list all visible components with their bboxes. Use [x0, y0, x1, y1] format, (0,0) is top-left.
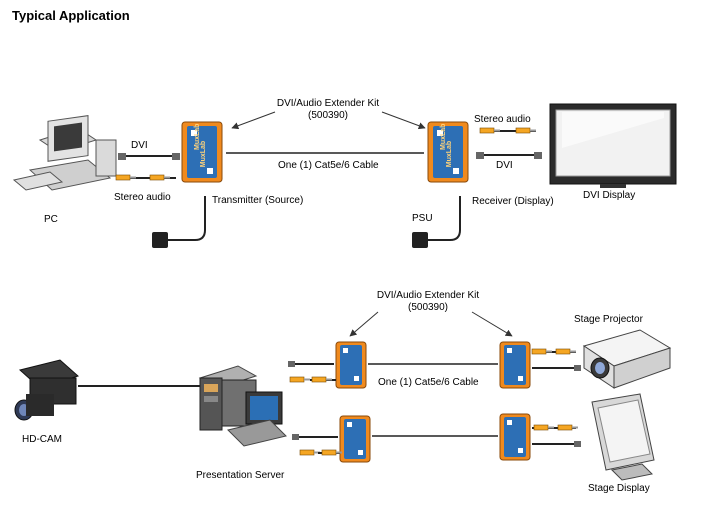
audio-plug-bottom-4b: [557, 424, 579, 431]
kit-arrow-bottom-left: [349, 311, 379, 337]
transmitter-label: Transmitter (Source): [212, 195, 304, 206]
stage-projector-icon: [582, 329, 672, 389]
receiver-device: [427, 121, 469, 183]
transmitter-device-bottom-2: [339, 415, 371, 463]
stereo-label-left: Stereo audio: [114, 192, 171, 203]
audio-plug-bottom-2a: [299, 449, 321, 456]
receiver-device-bottom-2: [499, 413, 531, 461]
presentation-server-icon: [198, 365, 287, 447]
dvi-label-right: DVI: [496, 160, 513, 171]
audio-plug-left-a: [115, 174, 137, 181]
audio-plug-right-a: [479, 127, 501, 134]
brand-transmitter: MuxLab: [194, 123, 201, 150]
kit-label-bottom: DVI/Audio Extender Kit: [376, 290, 480, 301]
transmitter-device-bottom-1: [335, 341, 367, 389]
audio-plug-bottom-4a: [533, 424, 555, 431]
receiver-label: Receiver (Display): [472, 196, 554, 207]
pc-label: PC: [44, 214, 58, 225]
psu-cable-left: [168, 196, 206, 241]
transmitter-device: [181, 121, 223, 183]
presentation-server-label: Presentation Server: [196, 470, 285, 481]
dvi-plug-bottom-2: [292, 434, 299, 440]
dvi-plug-bottom-1: [288, 361, 295, 367]
kit-arrow-left: [231, 111, 276, 130]
kit-arrow-bottom-right: [471, 311, 513, 337]
stage-display-icon: [591, 393, 655, 481]
hd-cam-icon: [14, 359, 79, 421]
dvi-plug-left-a: [118, 153, 126, 160]
audio-plug-bottom-2b: [321, 449, 343, 456]
psu-cable-right: [428, 196, 461, 241]
psu-adapter-right: [412, 232, 428, 248]
dvi-plug-right-a: [476, 152, 484, 159]
audio-plug-left-b: [149, 174, 171, 181]
page-title: Typical Application: [12, 8, 130, 23]
audio-plug-bottom-1a: [289, 376, 311, 383]
audio-plug-bottom-3b: [555, 348, 577, 355]
pc-icon: [12, 115, 117, 191]
kit-label-top: DVI/Audio Extender Kit: [276, 98, 380, 109]
dvi-plug-left-b: [172, 153, 180, 160]
audio-plug-bottom-3a: [531, 348, 553, 355]
dvi-display-icon: [549, 103, 677, 188]
psu-label: PSU: [412, 213, 433, 224]
stereo-label-right: Stereo audio: [474, 114, 531, 125]
kit-part-top: (500390): [307, 110, 349, 121]
dvi-plug-bottom-4: [574, 441, 581, 447]
psu-adapter-left: [152, 232, 168, 248]
dvi-label-left: DVI: [131, 140, 148, 151]
dvi-plug-bottom-3: [574, 365, 581, 371]
kit-arrow-right: [381, 111, 426, 130]
cable-label-top: One (1) Cat5e/6 Cable: [278, 160, 379, 171]
audio-plug-bottom-1b: [311, 376, 333, 383]
audio-plug-right-b: [515, 127, 537, 134]
dvi-plug-right-b: [534, 152, 542, 159]
dvi-display-label: DVI Display: [583, 190, 636, 201]
stage-display-label: Stage Display: [588, 483, 650, 494]
kit-part-bottom: (500390): [407, 302, 449, 313]
hd-cam-label: HD-CAM: [22, 434, 62, 445]
cable-label-bottom: One (1) Cat5e/6 Cable: [378, 377, 479, 388]
stage-projector-label: Stage Projector: [574, 314, 643, 325]
brand-receiver: MuxLab: [440, 123, 447, 150]
receiver-device-bottom-1: [499, 341, 531, 389]
